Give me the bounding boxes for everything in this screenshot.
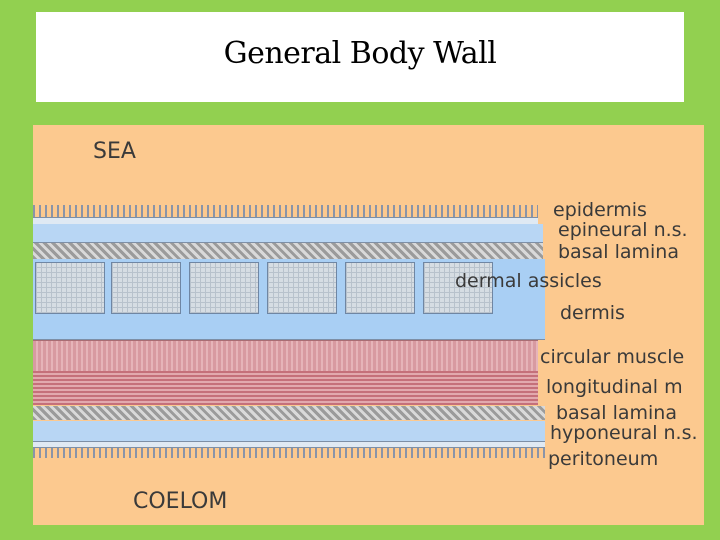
longitudinal-muscle-layer — [33, 371, 538, 405]
dermal-ossicle — [35, 262, 105, 314]
epidermis-cilia — [33, 205, 538, 217]
label-longitudinal-muscle: longitudinal m — [546, 376, 683, 398]
dermal-ossicle — [423, 262, 493, 314]
circular-muscle-layer — [33, 340, 538, 371]
hyponeural-layer — [33, 421, 545, 442]
label-dermal-ossicles: dermal assicles — [455, 270, 602, 292]
slide-title: General Body Wall — [223, 35, 497, 71]
label-hyponeural: hyponeural n.s. — [550, 422, 698, 444]
label-basal-lamina-bottom: basal lamina — [556, 402, 677, 424]
peritoneum-cilia — [33, 448, 545, 458]
label-peritoneum: peritoneum — [548, 448, 659, 470]
dermal-ossicle — [345, 262, 415, 314]
dermal-ossicle — [267, 262, 337, 314]
basal-lamina-top-layer — [33, 243, 543, 259]
epineural-layer — [33, 224, 543, 243]
dermal-ossicle — [189, 262, 259, 314]
label-dermis: dermis — [560, 302, 625, 324]
label-epineural: epineural n.s. — [558, 219, 688, 241]
sea-label: SEA — [93, 139, 136, 164]
body-wall-diagram: SEA epidermis epineural n.s. basal lamin… — [33, 125, 704, 525]
peritoneum-layer — [33, 442, 545, 448]
coelom-label: COELOM — [133, 489, 228, 514]
basal-lamina-bottom-layer — [33, 406, 545, 420]
dermal-ossicle — [111, 262, 181, 314]
label-basal-lamina-top: basal lamina — [558, 241, 679, 263]
label-circular-muscle: circular muscle — [540, 346, 685, 368]
label-epidermis: epidermis — [553, 199, 647, 221]
title-box: General Body Wall — [36, 12, 684, 102]
